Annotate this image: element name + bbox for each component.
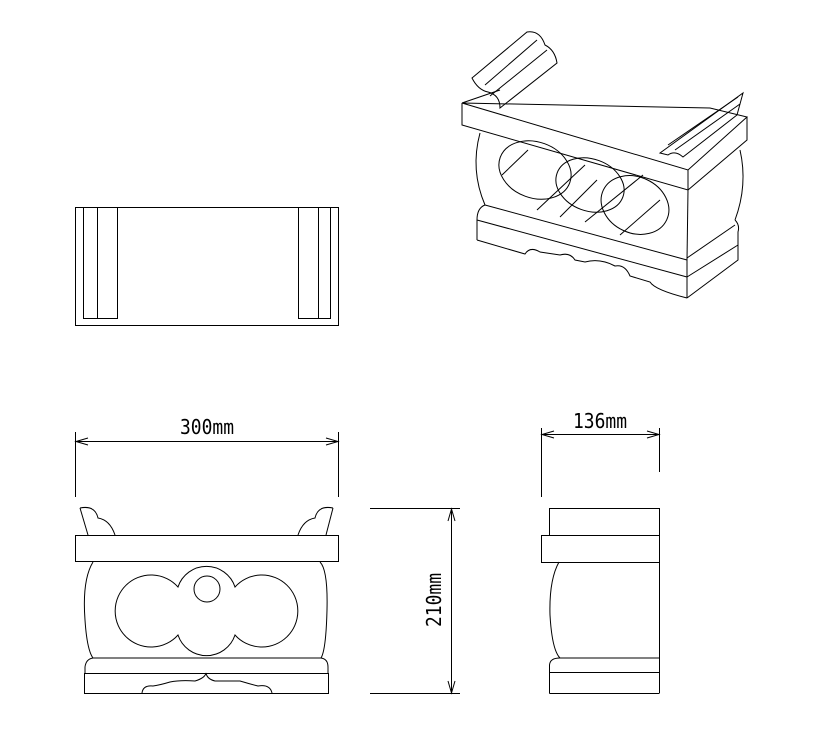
dimension-height: 210mm xyxy=(370,507,460,695)
width-dimension-label: 300mm xyxy=(180,415,234,439)
front-view xyxy=(75,507,339,694)
dimension-width: 300mm xyxy=(74,415,340,497)
side-view xyxy=(541,508,660,694)
height-dimension-label: 210mm xyxy=(422,573,446,627)
isometric-view xyxy=(461,31,749,299)
dimension-depth: 136mm xyxy=(540,409,661,497)
depth-dimension-label: 136mm xyxy=(573,409,627,433)
top-view xyxy=(75,207,339,326)
